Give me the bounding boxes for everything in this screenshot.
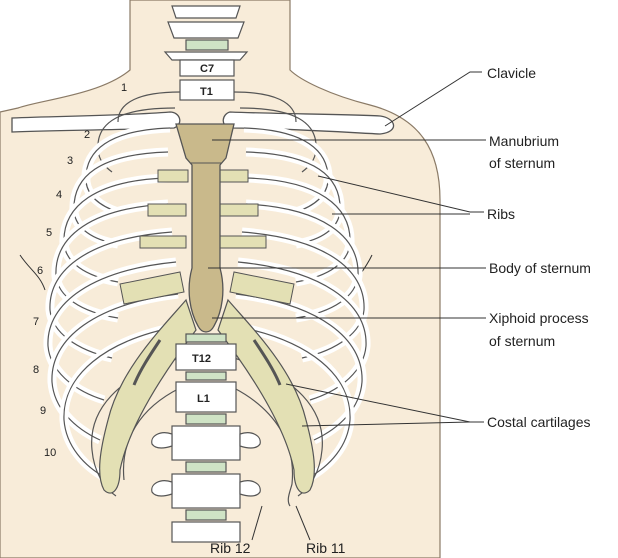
rib-number-5: 5 bbox=[46, 227, 52, 239]
rib-number-3: 3 bbox=[67, 155, 73, 167]
label-rib-12: Rib 12 bbox=[210, 540, 251, 556]
label-manubrium-line1: Manubrium bbox=[489, 133, 559, 149]
label-body-of-sternum: Body of sternum bbox=[489, 260, 591, 276]
rib-number-9: 9 bbox=[40, 405, 46, 417]
rib-number-7: 7 bbox=[33, 316, 39, 328]
rib-number-2: 2 bbox=[84, 129, 90, 141]
vertebra-label-t1: T1 bbox=[200, 86, 213, 98]
rib-number-4: 4 bbox=[56, 189, 62, 201]
rib-number-1: 1 bbox=[121, 82, 127, 94]
rib-number-8: 8 bbox=[33, 364, 39, 376]
rib-number-6: 6 bbox=[37, 265, 43, 277]
rib-number-10: 10 bbox=[44, 447, 56, 459]
label-ribs: Ribs bbox=[487, 206, 515, 222]
vertebra-label-l1: L1 bbox=[197, 393, 210, 405]
vertebra-label-t12: T12 bbox=[192, 353, 211, 365]
vertebra-label-c7: C7 bbox=[200, 63, 214, 75]
label-xiphoid-line2: of sternum bbox=[489, 333, 555, 349]
label-costal-cartilages: Costal cartilages bbox=[487, 414, 591, 430]
label-rib-11: Rib 11 bbox=[306, 540, 346, 556]
label-manubrium-line2: of sternum bbox=[489, 155, 555, 171]
label-xiphoid-line1: Xiphoid process bbox=[489, 310, 589, 326]
label-clavicle: Clavicle bbox=[487, 65, 536, 81]
